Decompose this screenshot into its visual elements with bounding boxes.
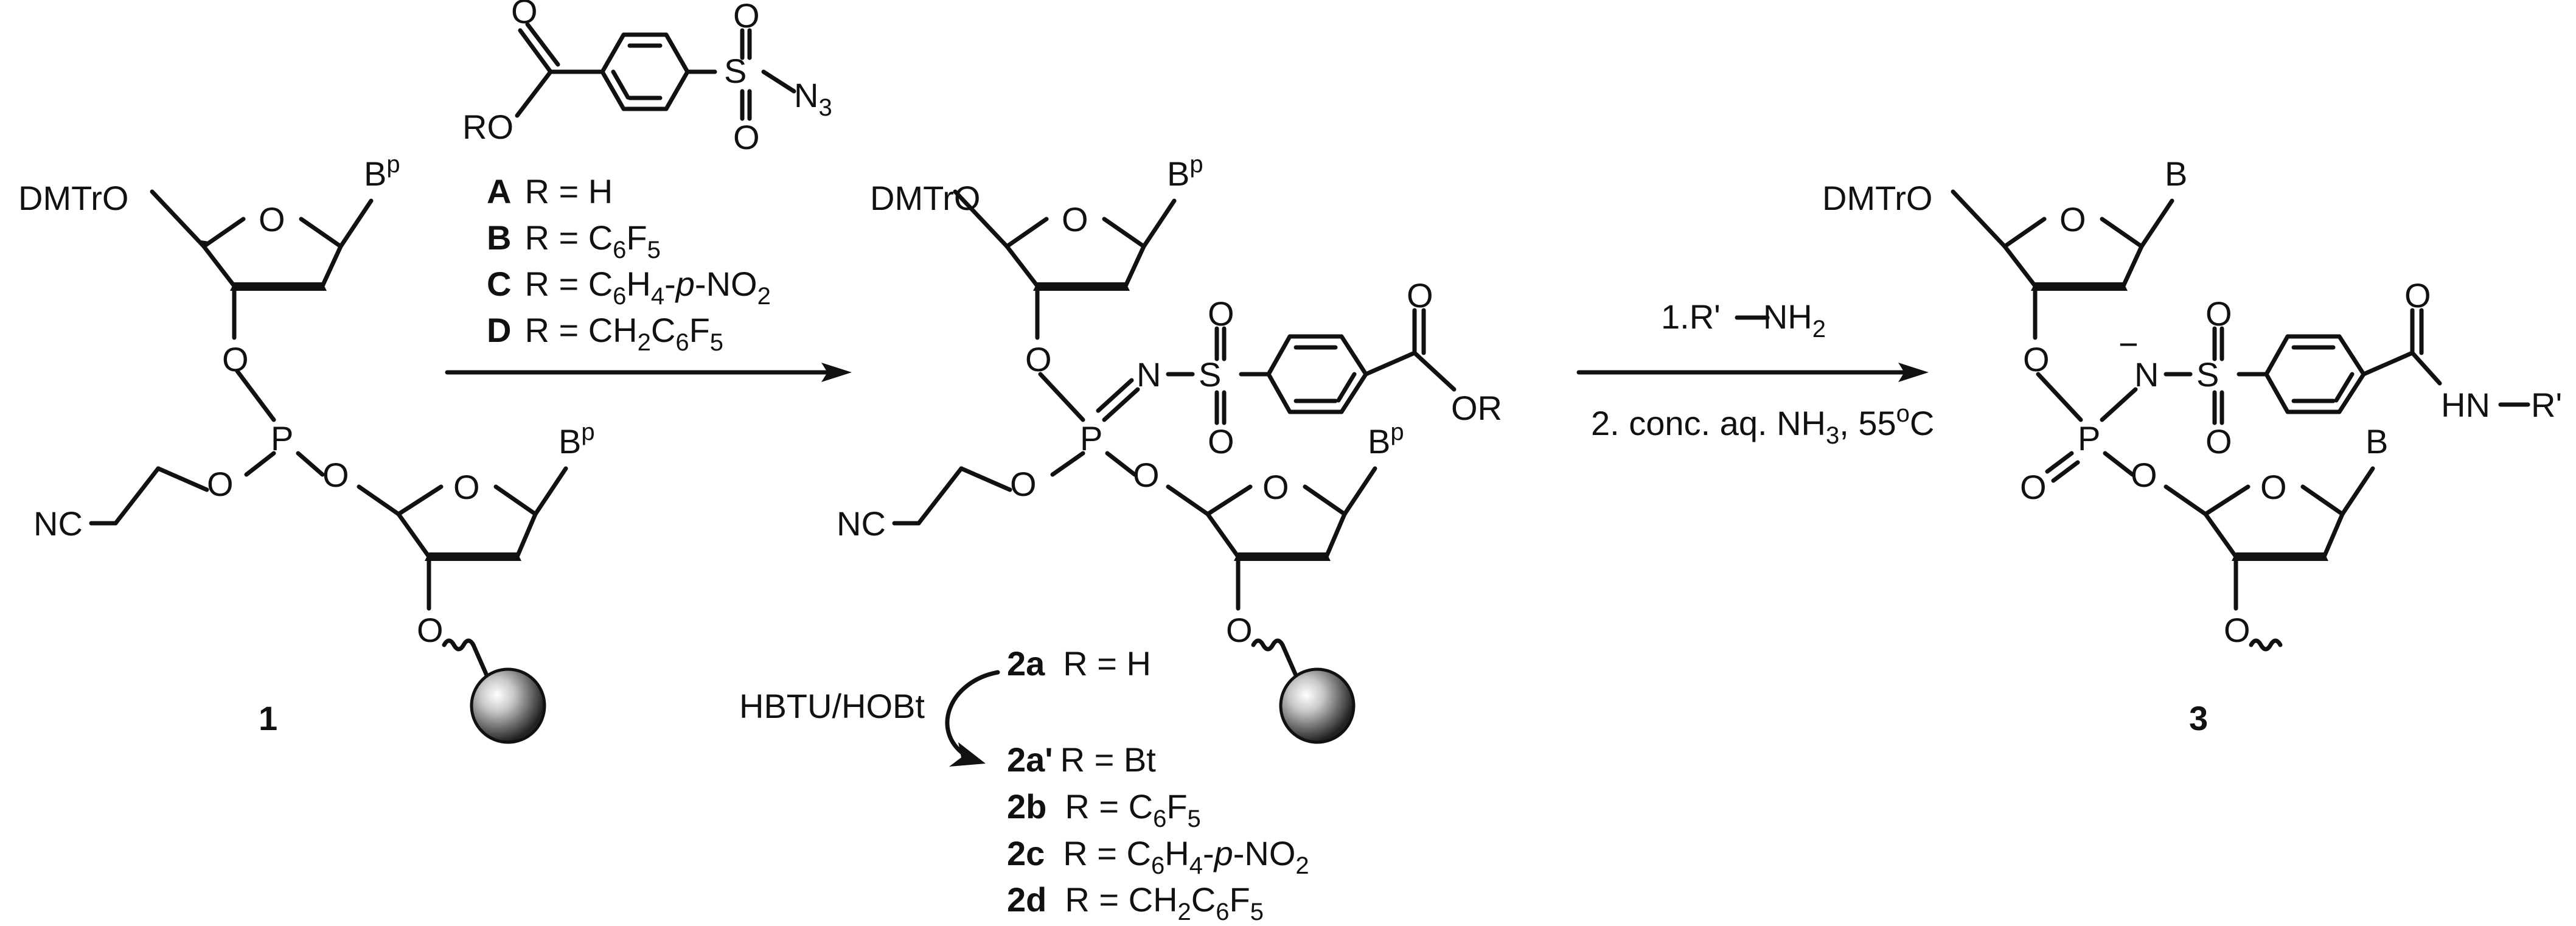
compound-2-s: S <box>1199 355 1221 394</box>
compound-1-phosphorus: P <box>271 419 293 458</box>
compound-1-ring-o-upper: O <box>259 200 285 238</box>
compound-3-label: 3 <box>2189 699 2208 737</box>
reagent-carbonyl-o: O <box>511 0 538 30</box>
compound-1-label: 1 <box>259 699 277 737</box>
compound-1-o3-lower: O <box>417 611 444 649</box>
compound-2-ester-o: O <box>1407 276 1433 315</box>
reaction-arrow-1 <box>445 363 852 382</box>
compound-2-structure <box>892 189 1457 744</box>
compound-3-s: S <box>2196 355 2219 394</box>
compound-1-o-cyanoethyl: O <box>207 465 234 503</box>
compound-3-r-prime: R' <box>2531 386 2562 424</box>
compound-1-ring-o-lower: O <box>453 468 480 506</box>
compound-2-base-upper: Bp <box>1167 151 1203 193</box>
compound-3-phosphoryl-o: O <box>2020 468 2047 506</box>
compound-2-phosphorus: P <box>1080 419 1102 458</box>
step2-condition-1: 1.R'NH2 <box>1661 298 1826 343</box>
compound-2-so-top: O <box>1208 294 1234 333</box>
coupling-reagent: HBTU/HOBt <box>739 687 925 725</box>
compound-2-ring-o-upper: O <box>1062 200 1088 238</box>
compound-1-nc: NC <box>33 504 83 543</box>
reagent-so-top: O <box>733 0 760 35</box>
compound-3-o3-lower: O <box>2224 611 2251 649</box>
compound-3-base-lower: B <box>2365 422 2388 461</box>
compound-3-minus: − <box>2118 325 2139 363</box>
compound-3-n: N <box>2134 355 2159 394</box>
compound-3-o5: O <box>2131 456 2157 494</box>
compound-3-so-top: O <box>2205 294 2232 333</box>
compound-1-o3: O <box>222 340 249 378</box>
compound-1-o5: O <box>322 456 349 494</box>
compound-3-structure <box>1951 189 2530 652</box>
reagent-so-bottom: O <box>733 118 760 156</box>
step2-condition-2: 2. conc. aq. NH3, 55oC <box>1591 400 1934 449</box>
compound-3-o3: O <box>2023 340 2050 378</box>
compound-2-o3: O <box>1025 340 1052 378</box>
solid-support-bead-1 <box>470 642 546 744</box>
compound-3-dmtro: DMTrO <box>1822 179 1932 217</box>
compound-2-dmtro: DMTrO <box>870 179 980 217</box>
compound-2-o3-lower: O <box>1226 611 1253 649</box>
compound-3-base-upper: B <box>2165 155 2187 193</box>
compound-2-n: N <box>1137 355 1161 394</box>
compound-2-o5: O <box>1133 456 1160 494</box>
compound-3-hn: HN <box>2441 386 2490 424</box>
reagent-s-label: S <box>724 52 747 90</box>
compound-2-or: OR <box>1451 389 1502 427</box>
compound-3-ring-o-upper: O <box>2059 200 2086 238</box>
compound-2-ring-o-lower: O <box>1262 468 1289 506</box>
compound-3-phosphorus: P <box>2078 419 2100 458</box>
compound-3-ring-o-lower: O <box>2260 468 2287 506</box>
compound-3-amide-o: O <box>2404 276 2431 315</box>
compound-3-so-bottom: O <box>2205 422 2232 461</box>
compound-2-so-bottom: O <box>1208 422 1234 461</box>
compound-2-variant-2a-prime: 2a'R = Bt <box>1007 740 1156 779</box>
compound-1-base-lower: Bp <box>559 419 595 461</box>
compound-2-nc: NC <box>837 504 886 543</box>
reagent-ro-label: RO <box>462 108 513 146</box>
compound-2-base-lower: Bp <box>1368 419 1404 461</box>
compound-1-base-upper: Bp <box>364 151 400 193</box>
reagent-azide-label: N3 <box>794 76 832 121</box>
reaction-arrow-2 <box>1576 363 1929 382</box>
coupling-curved-arrow <box>945 670 1000 767</box>
compound-1-structure <box>89 189 568 652</box>
compound-1-dmtro: DMTrO <box>18 179 128 217</box>
sulfonyl-azide-reagent <box>515 22 796 121</box>
compound-2-o-cyanoethyl: O <box>1010 465 1037 503</box>
